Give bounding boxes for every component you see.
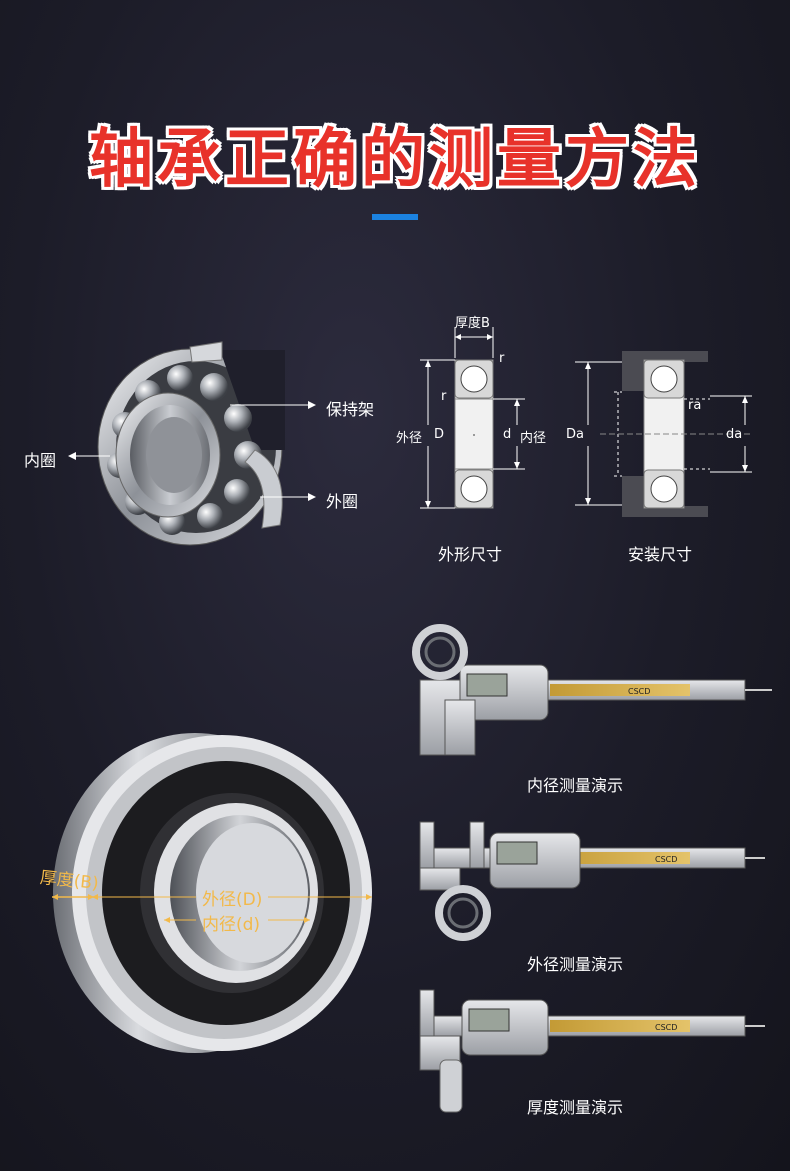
outer-diameter-large-label: 外径(D) bbox=[202, 890, 263, 910]
outer-demo-caption: 外径测量演示 bbox=[527, 955, 624, 974]
thickness-demo-caption: 厚度测量演示 bbox=[527, 1098, 624, 1117]
outer-ring-label: 外圈 bbox=[326, 492, 359, 511]
title-accent-bar bbox=[372, 214, 418, 220]
page-title: 轴承正确的测量方法 bbox=[89, 123, 701, 197]
thickness-B-label: 厚度B bbox=[455, 316, 490, 331]
ra-label: ra bbox=[688, 398, 702, 413]
caliper-inner-demo: CSCD bbox=[412, 624, 772, 756]
install-dims-caption: 安装尺寸 bbox=[628, 545, 693, 564]
outer-diameter-label: 外径 bbox=[396, 431, 423, 446]
outline-dims-caption: 外形尺寸 bbox=[438, 545, 503, 564]
cage-label: 保持架 bbox=[326, 400, 375, 419]
inner-diameter-large-label: 内径(d) bbox=[202, 915, 261, 935]
caliper-outer-demo: CSCD bbox=[419, 821, 765, 941]
D-symbol: D bbox=[434, 427, 445, 442]
caliper-thickness-demo: CSCD bbox=[419, 989, 765, 1113]
inner-ring-label: 内圈 bbox=[24, 451, 57, 470]
da-label: da bbox=[726, 427, 743, 442]
d-symbol: d bbox=[503, 427, 512, 442]
svg-text:CSCD: CSCD bbox=[655, 1023, 677, 1032]
caliper-brand: CSCD bbox=[628, 687, 650, 696]
inner-diameter-label: 内径 bbox=[520, 431, 547, 446]
inner-demo-caption: 内径测量演示 bbox=[527, 776, 624, 795]
Da-label: Da bbox=[566, 427, 584, 442]
r-side-label: r bbox=[441, 389, 447, 404]
r-top-label: r bbox=[499, 351, 505, 366]
svg-text:CSCD: CSCD bbox=[655, 855, 677, 864]
